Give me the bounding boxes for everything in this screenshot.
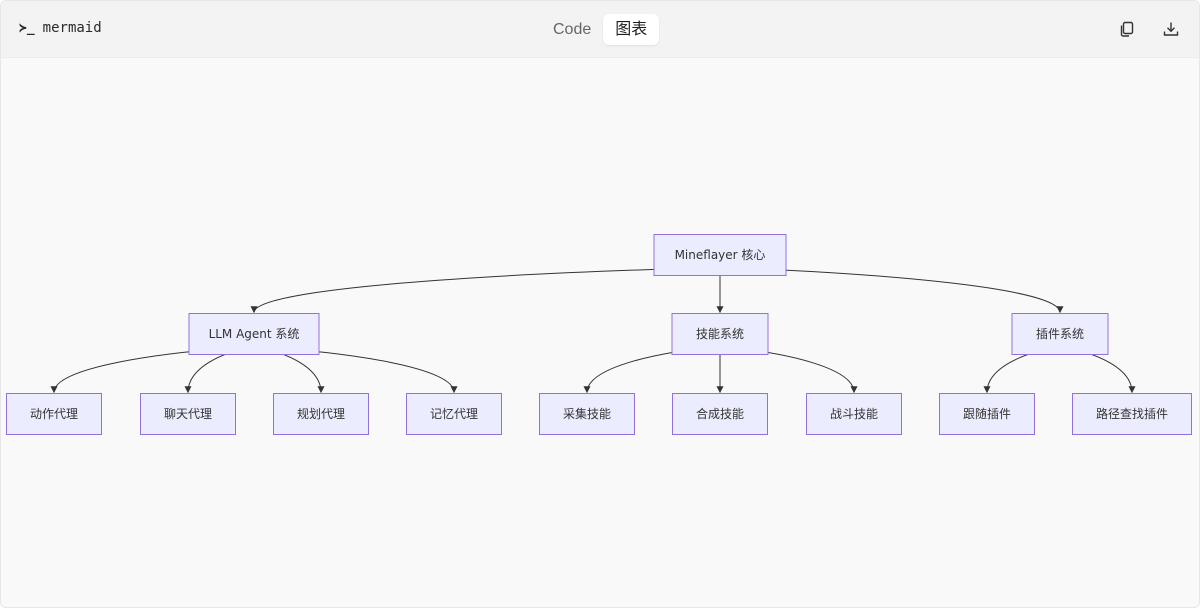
node-chat-box <box>140 393 236 435</box>
node-core-box <box>653 234 787 276</box>
node-mem-box <box>406 393 502 435</box>
node-plugin-label: 插件系统 <box>1036 327 1084 341</box>
node-act-label: 动作代理 <box>30 407 78 421</box>
node-collect-label: 采集技能 <box>563 406 611 421</box>
node-path-box <box>1072 393 1192 435</box>
node-skill-label: 技能系统 <box>696 327 744 341</box>
node-follow-box <box>939 393 1035 435</box>
tab-diagram[interactable]: 图表 <box>603 14 660 45</box>
node-collect: 采集技能 <box>539 393 635 435</box>
node-skill-box <box>671 313 769 355</box>
toolbar <box>1115 17 1183 41</box>
node-llm: LLM Agent 系统 <box>188 313 320 355</box>
node-skill: 技能系统 <box>671 313 769 355</box>
node-follow: 跟随插件 <box>939 393 1035 435</box>
node-craft-label: 合成技能 <box>696 406 744 421</box>
node-fight-box <box>806 393 902 435</box>
node-chat-label: 聊天代理 <box>164 407 212 421</box>
node-plan-box <box>273 393 369 435</box>
node-act-box <box>6 393 102 435</box>
view-tabs: Code 图表 <box>541 14 660 45</box>
node-plugin: 插件系统 <box>1011 313 1109 355</box>
node-mem: 记忆代理 <box>406 393 502 435</box>
edge-core-llm <box>250 267 721 314</box>
node-mem-label: 记忆代理 <box>430 407 478 421</box>
node-follow-label: 跟随插件 <box>963 406 1011 421</box>
node-craft-box <box>672 393 768 435</box>
node-plan-label: 规划代理 <box>297 406 345 421</box>
node-plan: 规划代理 <box>273 393 369 435</box>
node-chat: 聊天代理 <box>140 393 236 435</box>
copy-icon <box>1120 21 1134 37</box>
download-button[interactable] <box>1159 17 1183 41</box>
download-icon <box>1163 22 1179 36</box>
node-act: 动作代理 <box>6 393 102 435</box>
node-core: Mineflayer 核心 <box>653 234 787 276</box>
tab-code[interactable]: Code <box>553 21 592 38</box>
edge-core-plugin <box>719 267 1064 314</box>
node-llm-box <box>188 313 320 355</box>
code-block-header: ≻_ mermaid Code 图表 <box>1 1 1199 58</box>
node-plugin-box <box>1011 313 1109 355</box>
node-fight: 战斗技能 <box>806 393 902 435</box>
terminal-icon: ≻_ <box>19 20 35 36</box>
node-llm-label: LLM Agent 系统 <box>209 327 300 341</box>
node-core-label: Mineflayer 核心 <box>675 248 766 262</box>
language-label: ≻_ mermaid <box>19 20 102 36</box>
diagram-canvas: Mineflayer 核心 LLM Agent 系统 技能系统 插件系统动作代理 聊天代… <box>1 58 1199 607</box>
node-craft: 合成技能 <box>672 393 768 435</box>
language-name: mermaid <box>42 20 102 36</box>
node-fight-label: 战斗技能 <box>830 407 878 421</box>
copy-button[interactable] <box>1115 17 1139 41</box>
node-path-label: 路径查找插件 <box>1096 406 1168 421</box>
node-collect-box <box>539 393 635 435</box>
node-path: 路径查找插件 <box>1072 393 1192 435</box>
